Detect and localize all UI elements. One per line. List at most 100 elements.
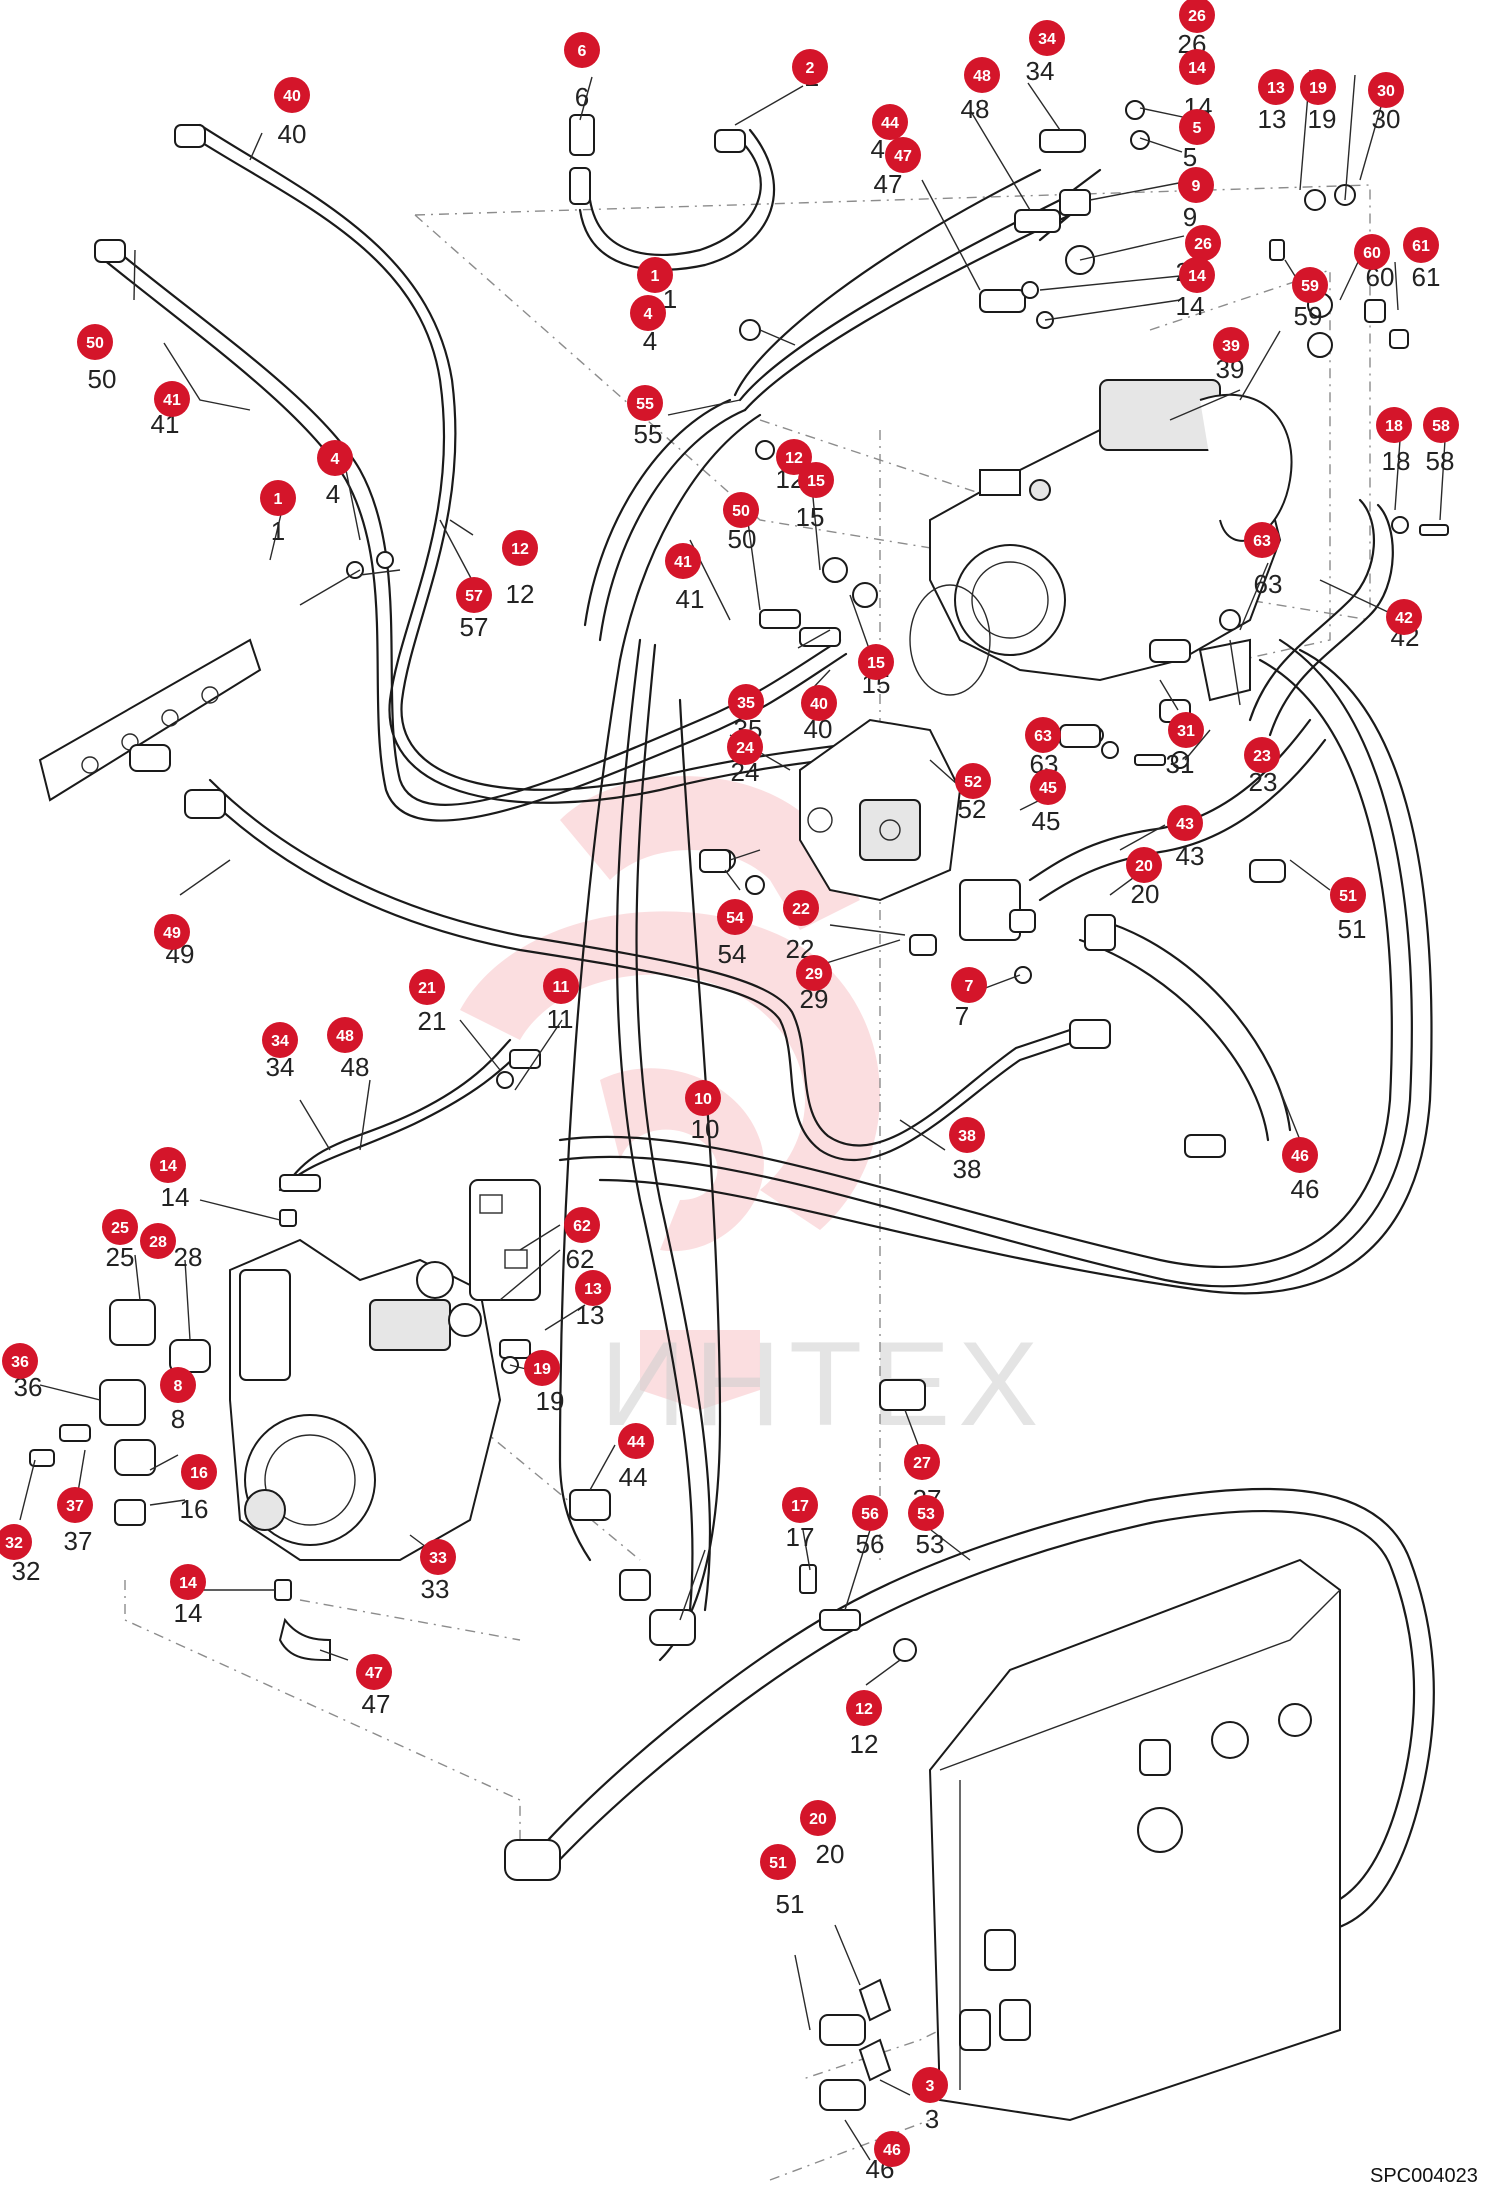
callout-badge[interactable]: 41 bbox=[665, 543, 701, 579]
callout-badge[interactable]: 7 bbox=[951, 967, 987, 1003]
callout-badge[interactable]: 12 bbox=[846, 1690, 882, 1726]
callout-badge[interactable]: 48 bbox=[327, 1017, 363, 1053]
callout-badge[interactable]: 1 bbox=[637, 257, 673, 293]
callout-badge[interactable]: 36 bbox=[2, 1343, 38, 1379]
callout-badge[interactable]: 8 bbox=[160, 1367, 196, 1403]
callout-badge[interactable]: 44 bbox=[872, 104, 908, 140]
callout-badge[interactable]: 51 bbox=[1330, 877, 1366, 913]
callout-badge[interactable]: 28 bbox=[140, 1223, 176, 1259]
callout-badge[interactable]: 47 bbox=[356, 1654, 392, 1690]
callout-badge[interactable]: 22 bbox=[783, 890, 819, 926]
callout-badge[interactable]: 50 bbox=[723, 492, 759, 528]
callout-badge[interactable]: 12 bbox=[502, 530, 538, 566]
part-number-label: 47 bbox=[874, 169, 903, 199]
part-number-label: 30 bbox=[1372, 104, 1401, 134]
callout-badge-number: 41 bbox=[163, 392, 181, 409]
callout-badge[interactable]: 14 bbox=[1179, 49, 1215, 85]
callout-badge[interactable]: 20 bbox=[1126, 847, 1162, 883]
callout-badge[interactable]: 42 bbox=[1386, 599, 1422, 635]
callout-badge[interactable]: 49 bbox=[154, 914, 190, 950]
callout-badge-circle bbox=[904, 1444, 940, 1480]
callout-badge[interactable]: 12 bbox=[776, 439, 812, 475]
callout-badge[interactable]: 40 bbox=[801, 685, 837, 721]
callout-badge[interactable]: 34 bbox=[1029, 20, 1065, 56]
callout-badge[interactable]: 35 bbox=[728, 684, 764, 720]
callout-badge[interactable]: 51 bbox=[760, 1844, 796, 1880]
callout-badge[interactable]: 63 bbox=[1244, 522, 1280, 558]
callout-badge[interactable]: 5 bbox=[1179, 109, 1215, 145]
callout-badge[interactable]: 19 bbox=[524, 1350, 560, 1386]
callout-badge[interactable]: 26 bbox=[1185, 225, 1221, 261]
callout-badge[interactable]: 16 bbox=[181, 1454, 217, 1490]
callout-badge[interactable]: 55 bbox=[627, 385, 663, 421]
callout-badge[interactable]: 39 bbox=[1213, 327, 1249, 363]
callout-badge[interactable]: 14 bbox=[150, 1147, 186, 1183]
callout-badge[interactable]: 59 bbox=[1292, 267, 1328, 303]
callout-badge[interactable]: 40 bbox=[274, 77, 310, 113]
callout-badge[interactable]: 30 bbox=[1368, 72, 1404, 108]
part-number-label: 3 bbox=[925, 2104, 939, 2134]
callout-badge[interactable]: 56 bbox=[852, 1495, 888, 1531]
callout-badge[interactable]: 21 bbox=[409, 969, 445, 1005]
callout-badge[interactable]: 52 bbox=[955, 763, 991, 799]
callout-badge[interactable]: 41 bbox=[154, 381, 190, 417]
callout-badge[interactable]: 58 bbox=[1423, 407, 1459, 443]
callout-badge-circle bbox=[723, 492, 759, 528]
callout-badge-circle bbox=[524, 1350, 560, 1386]
callout-badge[interactable]: 43 bbox=[1167, 805, 1203, 841]
callout-badge[interactable]: 50 bbox=[77, 324, 113, 360]
callout-badge[interactable]: 13 bbox=[575, 1270, 611, 1306]
callout-badge[interactable]: 15 bbox=[858, 644, 894, 680]
callout-badge[interactable]: 14 bbox=[1179, 257, 1215, 293]
callout-badge[interactable]: 6 bbox=[564, 32, 600, 68]
callout-badge[interactable]: 4 bbox=[317, 440, 353, 476]
callout-badge[interactable]: 46 bbox=[1282, 1137, 1318, 1173]
callout-badge[interactable]: 34 bbox=[262, 1022, 298, 1058]
callout-badge[interactable]: 19 bbox=[1300, 69, 1336, 105]
callout-badge[interactable]: 23 bbox=[1244, 737, 1280, 773]
callout-badge[interactable]: 60 bbox=[1354, 234, 1390, 270]
callout-badge[interactable]: 32 bbox=[0, 1524, 32, 1560]
callout-badge[interactable]: 26 bbox=[1179, 0, 1215, 33]
callout-badge[interactable]: 13 bbox=[1258, 69, 1294, 105]
callout-badge[interactable]: 11 bbox=[543, 968, 579, 1004]
callout-badge[interactable]: 48 bbox=[964, 57, 1000, 93]
callout-badge-number: 52 bbox=[964, 774, 982, 791]
callout-badge[interactable]: 27 bbox=[904, 1444, 940, 1480]
part-number-label: 56 bbox=[856, 1529, 885, 1559]
callout-badge[interactable]: 15 bbox=[798, 462, 834, 498]
callout-badge[interactable]: 17 bbox=[782, 1487, 818, 1523]
callout-badge[interactable]: 1 bbox=[260, 480, 296, 516]
callout-badge[interactable]: 24 bbox=[727, 729, 763, 765]
callout-badge[interactable]: 2 bbox=[792, 49, 828, 85]
callout-badge-number: 46 bbox=[1291, 1148, 1309, 1165]
callout-badge[interactable]: 33 bbox=[420, 1539, 456, 1575]
callout-badge-number: 30 bbox=[1377, 83, 1395, 100]
callout-badge[interactable]: 62 bbox=[564, 1207, 600, 1243]
callout-badge[interactable]: 4 bbox=[630, 295, 666, 331]
callout-badge[interactable]: 31 bbox=[1168, 712, 1204, 748]
callout-badge[interactable]: 37 bbox=[57, 1487, 93, 1523]
callout-badge[interactable]: 57 bbox=[456, 577, 492, 613]
part-number-label: 14 bbox=[1176, 291, 1205, 321]
callout-badge[interactable]: 46 bbox=[874, 2131, 910, 2167]
callout-badge[interactable]: 63 bbox=[1025, 717, 1061, 753]
callout-badge-circle bbox=[1030, 769, 1066, 805]
callout-badge[interactable]: 14 bbox=[170, 1564, 206, 1600]
callout-badge-circle bbox=[912, 2067, 948, 2103]
callout-badge[interactable]: 9 bbox=[1178, 167, 1214, 203]
callout-badge[interactable]: 10 bbox=[685, 1080, 721, 1116]
callout-badge[interactable]: 18 bbox=[1376, 407, 1412, 443]
callout-badge[interactable]: 53 bbox=[908, 1495, 944, 1531]
callout-badge[interactable]: 45 bbox=[1030, 769, 1066, 805]
callout-badge[interactable]: 47 bbox=[885, 137, 921, 173]
callout-badge[interactable]: 3 bbox=[912, 2067, 948, 2103]
callout-badge[interactable]: 25 bbox=[102, 1209, 138, 1245]
callout-badge[interactable]: 38 bbox=[949, 1117, 985, 1153]
callout-badge[interactable]: 54 bbox=[717, 899, 753, 935]
callout-badge[interactable]: 44 bbox=[618, 1423, 654, 1459]
callout-badge[interactable]: 20 bbox=[800, 1800, 836, 1836]
callout-badge[interactable]: 61 bbox=[1403, 227, 1439, 263]
callout-badge[interactable]: 29 bbox=[796, 955, 832, 991]
callout-badge-number: 56 bbox=[861, 1506, 879, 1523]
